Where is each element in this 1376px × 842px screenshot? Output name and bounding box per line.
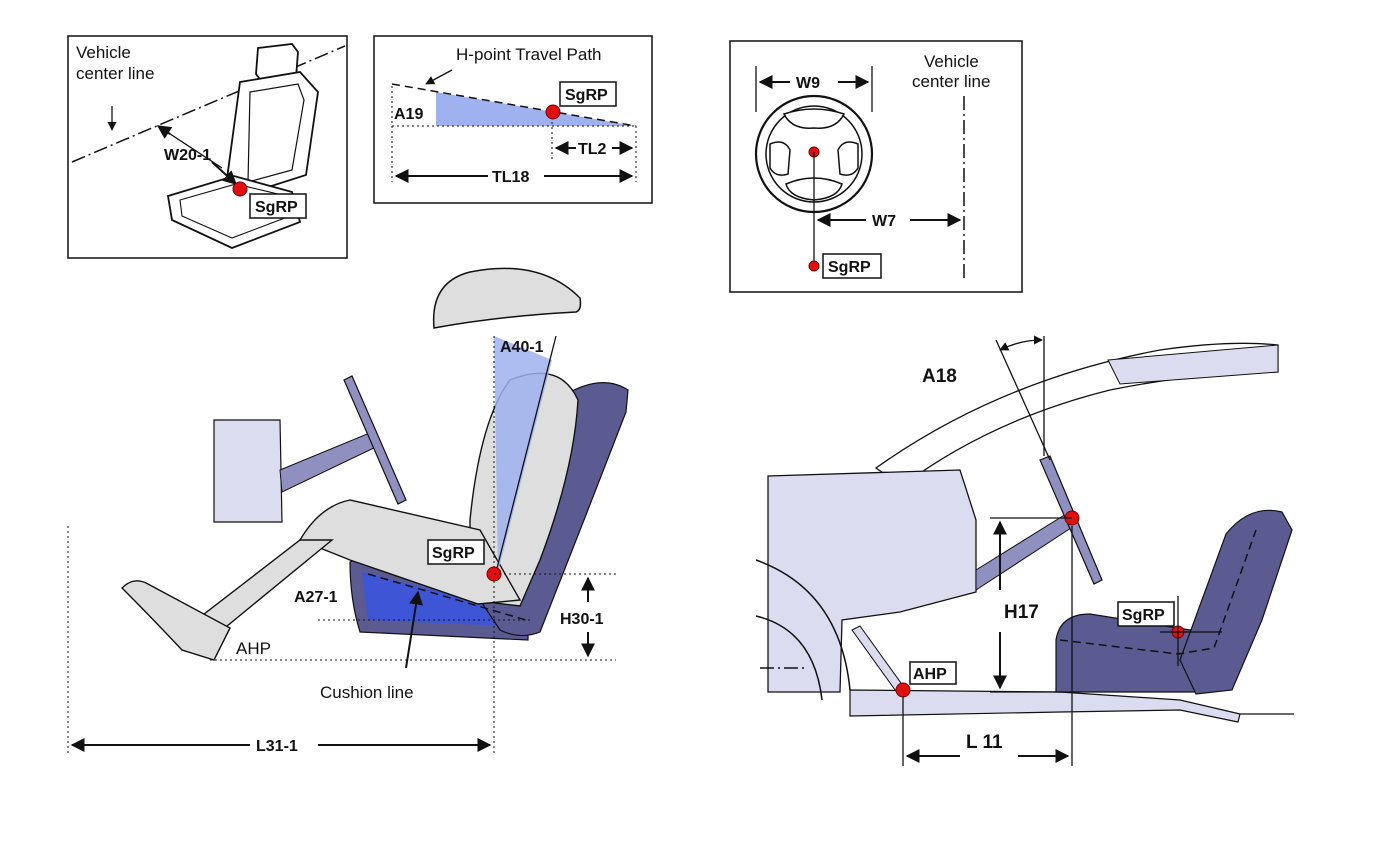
car-floor — [849, 689, 1241, 723]
sgrp-label-3: SgRP — [828, 259, 871, 276]
sgrp-point-1 — [232, 181, 248, 197]
h-point-travel-panel: H-point Travel Path A19 SgRP TL2 TL18 — [373, 35, 653, 204]
occupant-side-view: A40-1 SgRP A27-1 Cushion line H30-1 AHP … — [67, 267, 629, 755]
travel-path-line — [391, 83, 637, 127]
tl2-label: TL2 — [578, 141, 607, 158]
sgrp-label-5: SgRP — [1122, 607, 1165, 624]
sgrp-tag-4 — [427, 539, 485, 565]
l11-label: L 11 — [966, 732, 1003, 753]
a40-1-angle-wedge — [494, 336, 552, 572]
car-dashboard — [767, 469, 977, 693]
w9-label: W9 — [796, 75, 820, 92]
sgrp-label-4: SgRP — [432, 545, 475, 562]
ahp-tag — [909, 661, 957, 685]
seat-plan-panel: Vehicle center line W20-1 SgRP — [67, 35, 348, 259]
sgrp-point-3 — [808, 260, 820, 272]
seat-icon — [166, 43, 319, 249]
ahp-label-2: AHP — [913, 666, 947, 683]
head-shape — [432, 267, 582, 329]
vehicle-center-line-1 — [71, 45, 346, 163]
sgrp-label-2: SgRP — [565, 87, 608, 104]
a40-1-label: A40-1 — [500, 339, 544, 356]
cushion-line-label: Cushion line — [320, 683, 414, 702]
a18-label: A18 — [922, 366, 957, 387]
sgrp-tag-1 — [249, 193, 307, 219]
vehicle-center-line-label-2: Vehicle center line — [912, 52, 990, 91]
sgrp-tag-5 — [1117, 601, 1175, 627]
tl18-label: TL18 — [492, 169, 529, 186]
w20-1-label: W20-1 — [164, 147, 211, 164]
cushion-line — [367, 573, 527, 621]
cushion-line-pointer — [405, 590, 423, 669]
dashboard-shape — [213, 419, 283, 523]
car-side-icon: A18 H17 AHP SgRP L 11 — [755, 335, 1306, 782]
h-point-travel-path-label: H-point Travel Path — [456, 45, 602, 64]
steering-wheel-panel: W9 Vehicle center line W7 SgRP — [729, 40, 1023, 293]
sgrp-label-1: SgRP — [255, 199, 298, 216]
steering-wheel-side — [343, 375, 407, 505]
h30-1-label: H30-1 — [560, 611, 604, 628]
a27-1-label: A27-1 — [294, 589, 338, 606]
ahp-point — [895, 682, 911, 698]
car-seat-back — [1179, 509, 1293, 695]
h17-label: H17 — [1004, 602, 1039, 623]
sgrp-tag-3 — [822, 253, 882, 279]
sgrp-point-2 — [545, 104, 561, 120]
a19-label: A19 — [394, 106, 423, 123]
sgrp-tag-2 — [559, 81, 617, 107]
l31-1-label: L31-1 — [256, 738, 298, 755]
w7-label: W7 — [872, 213, 896, 230]
vehicle-center-line-label-1: Vehicle center line — [76, 43, 154, 83]
ahp-label-1: AHP — [236, 639, 271, 658]
